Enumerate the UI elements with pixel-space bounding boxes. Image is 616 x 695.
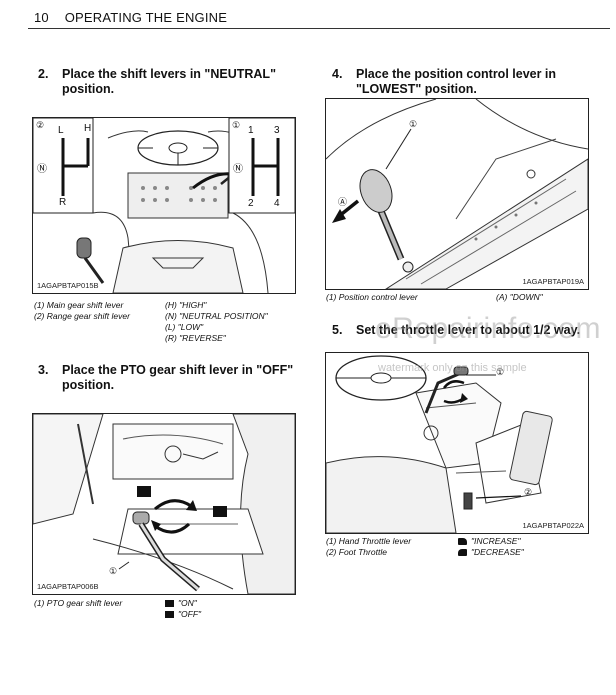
caption-fig2-left: (1) Position control lever	[326, 292, 418, 303]
gate-label-h: H	[84, 123, 92, 134]
caption-fig4-left: (1) Hand Throttle lever (2) Foot Throttl…	[326, 536, 411, 558]
callout-1: ①	[409, 119, 418, 129]
figure-shift-levers-illustration	[33, 118, 295, 293]
figure-position-lever: ① Ⓐ 1AGAPBTAP019A	[325, 98, 589, 290]
figure-position-lever-illustration	[326, 99, 588, 289]
pto-off-icon	[165, 611, 174, 619]
caption-line: (A) "DOWN"	[496, 292, 543, 302]
caption-fig2-right: (A) "DOWN"	[496, 292, 543, 303]
gate-label-1: 1	[248, 125, 254, 136]
caption-line: "DECREASE"	[471, 547, 524, 557]
gate-label-n-right: Ⓝ	[233, 164, 243, 175]
step-text: Place the shift levers in "NEUTRAL"	[62, 67, 276, 81]
caption-line: "OFF"	[178, 609, 202, 619]
caption-line: "ON"	[178, 598, 197, 608]
figure-throttle-lever-illustration	[326, 355, 553, 533]
caption-line: (2) Foot Throttle	[326, 547, 387, 557]
step-text: "LOWEST" position.	[356, 82, 477, 96]
figure-id: 1AGAPBTAP006B	[37, 582, 99, 591]
step-number: 4.	[332, 67, 343, 81]
caption-line: (N) "NEUTRAL POSITION"	[165, 311, 268, 321]
gate-label-n-left: Ⓝ	[37, 164, 47, 175]
caption-fig3-left: (1) PTO gear shift lever	[34, 598, 122, 609]
caption-line: (2) Range gear shift lever	[34, 311, 130, 321]
callout-1: ①	[496, 367, 505, 377]
caption-line: (1) Main gear shift lever	[34, 300, 124, 310]
step-text: Set the throttle lever to about 1/2 way.	[356, 323, 581, 337]
throttle-decrease-icon	[458, 549, 467, 557]
step-text: position.	[62, 378, 115, 392]
throttle-increase-icon	[458, 538, 467, 546]
page-number: 10	[34, 10, 49, 25]
step-text: position.	[62, 82, 115, 96]
step-4: 4. Place the position control lever in"LO…	[332, 67, 556, 97]
step-3: 3. Place the PTO gear shift lever in "OFF…	[38, 363, 293, 393]
pto-on-icon	[165, 600, 174, 608]
gate-label-4: 4	[274, 198, 280, 209]
callout-1: ①	[109, 566, 118, 576]
caption-line: (1) Hand Throttle lever	[326, 536, 412, 546]
gate-label-r: R	[59, 197, 67, 208]
caption-fig1-left: (1) Main gear shift lever (2) Range gear…	[34, 300, 130, 322]
figure-id: 1AGAPBTAP015B	[37, 281, 99, 290]
callout-a: Ⓐ	[338, 197, 348, 207]
caption-line: "INCREASE"	[471, 536, 521, 546]
figure-id: 1AGAPBTAP022A	[522, 521, 584, 530]
watermark-site: eRepairinfo.com	[375, 312, 601, 345]
callout-2: ②	[36, 120, 45, 130]
step-number: 5.	[332, 323, 343, 337]
figure-pto-lever: ① 1AGAPBTAP006B	[32, 413, 296, 595]
caption-fig3-right: "ON" "OFF"	[165, 598, 201, 620]
watermark-note: watermark only on this sample	[378, 362, 527, 374]
gate-label-3: 3	[274, 125, 280, 136]
callout-2: ②	[524, 487, 533, 497]
figure-pto-lever-illustration	[33, 414, 295, 594]
step-number: 3.	[38, 363, 49, 377]
caption-line: (1) Position control lever	[326, 292, 418, 302]
figure-throttle-lever: ① ② 1AGAPBTAP022A	[325, 352, 589, 534]
step-text: Place the PTO gear shift lever in "OFF"	[62, 363, 294, 377]
callout-1: ①	[232, 120, 241, 130]
caption-line: (1) PTO gear shift lever	[34, 598, 123, 608]
caption-line: (L) "LOW"	[165, 322, 204, 332]
caption-fig4-right: "INCREASE" "DECREASE"	[458, 536, 524, 558]
page-title: OPERATING THE ENGINE	[64, 10, 228, 25]
caption-fig1-right: (H) "HIGH" (N) "NEUTRAL POSITION" (L) "L…	[165, 300, 268, 344]
caption-line: (H) "HIGH"	[165, 300, 207, 310]
page-header: 10 OPERATING THE ENGINE	[34, 10, 227, 25]
gate-label-l: L	[58, 125, 64, 136]
caption-line: (R) "REVERSE"	[165, 333, 226, 343]
step-5: 5. Set the throttle lever to about 1/2 wa…	[332, 323, 580, 338]
header-rule	[28, 28, 610, 29]
step-text: Place the position control lever in	[356, 67, 557, 81]
step-number: 2.	[38, 67, 49, 81]
gate-label-2: 2	[248, 198, 254, 209]
step-2: 2. Place the shift levers in "NEUTRAL"pos…	[38, 67, 276, 97]
figure-shift-levers: ② L H Ⓝ R ① 1 3 Ⓝ 2 4 1AGAPBTAP015B	[32, 117, 296, 294]
figure-id: 1AGAPBTAP019A	[522, 277, 584, 286]
